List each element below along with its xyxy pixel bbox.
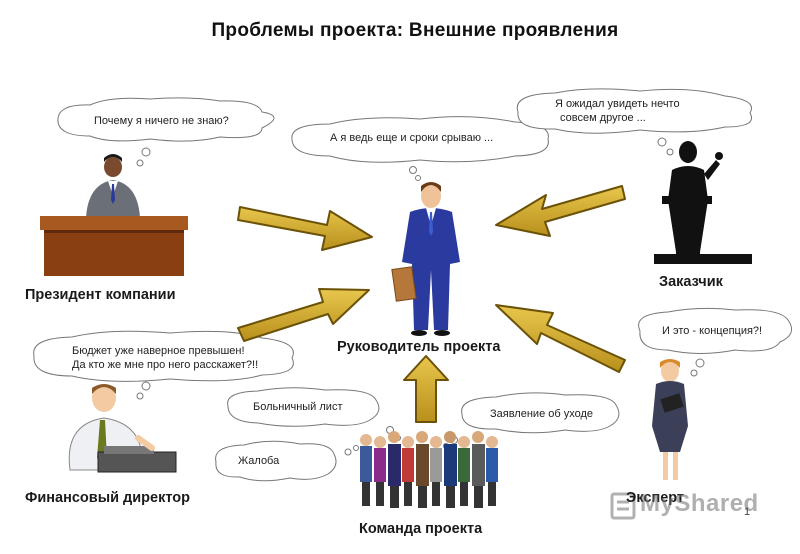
watermark-logo-icon	[610, 492, 636, 520]
bubble-text-finance-line2: Да кто же мне про него расскажет?!!	[72, 359, 259, 371]
thought-cloud-icon	[33, 330, 294, 382]
bubble-text-team-sick: Больничный лист	[253, 401, 343, 413]
page-number: 1	[744, 506, 751, 518]
thought-cloud-icon	[227, 387, 380, 427]
role-label-manager: Руководитель проекта	[337, 339, 501, 355]
bubble-text-team-resign: Заявление об уходе	[490, 408, 594, 420]
bubble-text-manager: А я ведь еще и сроки срываю ...	[330, 132, 494, 144]
expert-figure	[652, 359, 688, 480]
watermark: MyShared	[640, 490, 759, 517]
presentation-icon	[654, 141, 752, 264]
bubble-text-customer-line2: совсем другое ...	[560, 112, 646, 124]
role-label-president: Президент компании	[25, 287, 176, 303]
thought-cloud-icon	[516, 88, 752, 134]
block-arrow-icon	[403, 355, 449, 423]
bubble-text-finance-line1: Бюджет уже наверное превышен!	[72, 345, 245, 357]
block-arrow-icon	[237, 206, 373, 251]
page-title: Проблемы проекта: Внешние проявления	[211, 20, 619, 41]
block-arrow-icon	[495, 304, 626, 373]
thought-trail	[136, 137, 705, 456]
finance-figure	[68, 384, 177, 473]
bubble-text-president: Почему я ничего не знаю?	[94, 115, 229, 127]
role-label-team: Команда проекта	[359, 521, 483, 537]
bubble-text-expert: И это - концепция?!	[662, 325, 763, 337]
block-arrow-icon	[237, 288, 370, 342]
role-label-expert: Эксперт	[626, 490, 685, 506]
thought-cloud-icon	[57, 97, 275, 142]
manager-figure	[391, 182, 460, 336]
bubble-text-customer-line1: Я ожидал увидеть нечто	[555, 98, 680, 110]
block-arrow-icon	[495, 185, 626, 237]
thought-cloud-icon	[638, 307, 793, 354]
role-label-customer: Заказчик	[659, 274, 723, 290]
thought-cloud-icon	[215, 440, 337, 482]
role-label-finance: Финансовый директор	[25, 490, 190, 506]
thought-cloud-icon	[291, 116, 549, 163]
bubble-text-team-complaint: Жалоба	[238, 455, 280, 467]
thought-cloud-icon	[461, 392, 620, 434]
president-figure	[40, 154, 188, 276]
team-figure	[360, 431, 498, 508]
